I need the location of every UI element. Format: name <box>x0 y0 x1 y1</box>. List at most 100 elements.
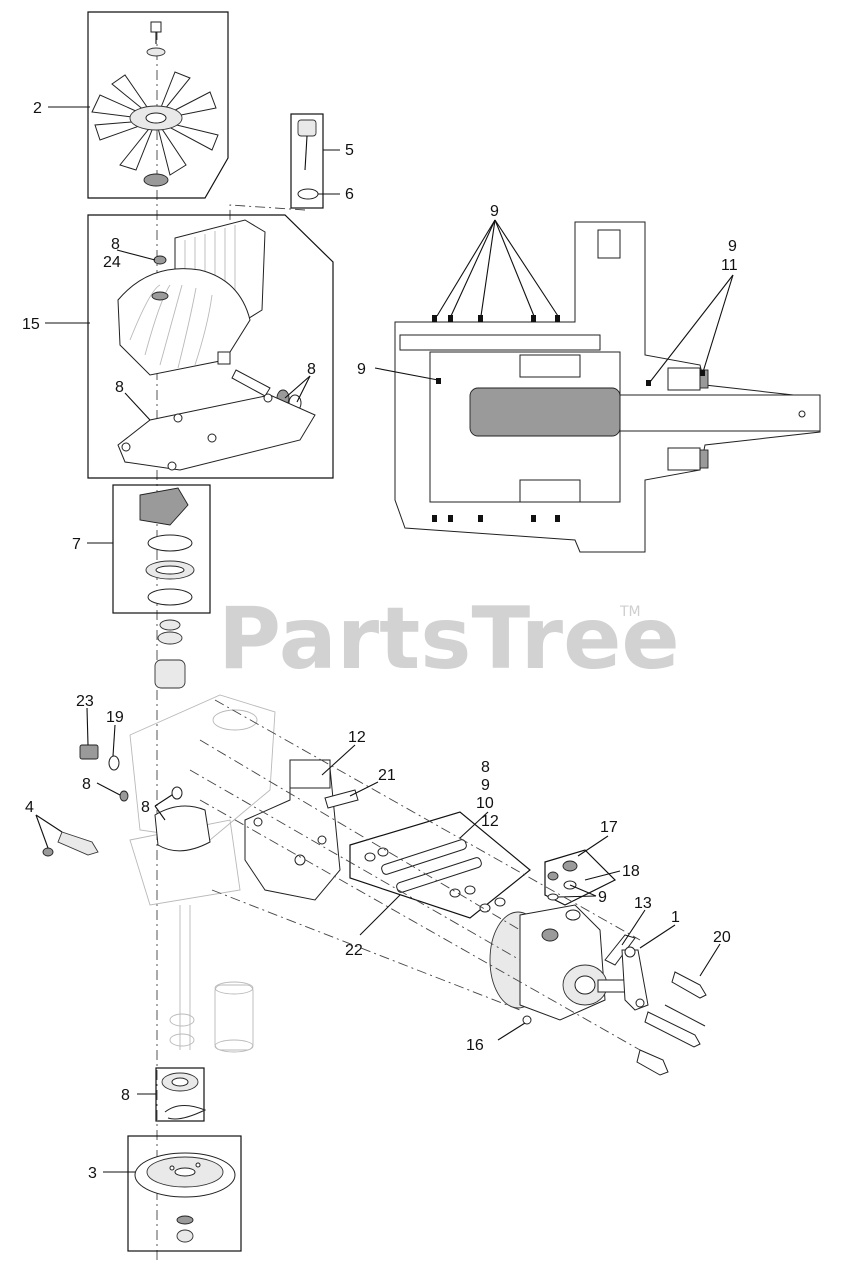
part-23-19-fitting[interactable] <box>79 744 120 771</box>
callout-7[interactable]: 7 <box>72 536 81 553</box>
callout-20[interactable]: 20 <box>713 929 731 946</box>
check-valve-kit-box <box>349 811 531 919</box>
callout-15[interactable]: 15 <box>22 316 40 333</box>
partstree-watermark: PartsTree TM <box>218 589 680 689</box>
part-15-housing-group[interactable] <box>87 214 334 479</box>
housing-kit-box <box>87 214 334 479</box>
o-ring-19 <box>108 755 120 771</box>
end-cap-bracket <box>289 759 331 789</box>
callout-5[interactable]: 5 <box>345 142 354 159</box>
part-7-bearing-group[interactable] <box>112 484 211 614</box>
callout-9-b[interactable]: 9 <box>728 238 737 255</box>
callout-4[interactable]: 4 <box>25 799 34 816</box>
pump-cylinder <box>154 659 186 689</box>
section-output-axle <box>619 394 821 432</box>
part-5-6-dipstick-group[interactable] <box>290 113 324 209</box>
callout-13[interactable]: 13 <box>634 895 652 912</box>
output-shaft-stub <box>597 979 627 993</box>
fan-washer <box>146 47 166 57</box>
swashplate-block <box>139 487 189 526</box>
filter-element <box>214 984 254 1051</box>
check-valve-kit[interactable] <box>349 811 531 919</box>
section-axle-bearing-lower <box>667 447 701 471</box>
callout-9-c[interactable]: 9 <box>357 361 366 378</box>
housing-gasket-8 <box>154 805 211 852</box>
fitting-23 <box>79 744 99 760</box>
callout-12-a[interactable]: 12 <box>348 729 366 746</box>
thrust-washer-upper <box>147 534 193 552</box>
pulley-nut <box>176 1229 194 1243</box>
callout-18[interactable]: 18 <box>622 863 640 880</box>
callout-24[interactable]: 24 <box>103 254 121 271</box>
control-arm-nut <box>42 847 54 857</box>
callout-1[interactable]: 1 <box>671 909 680 926</box>
dipstick-cap <box>297 119 317 137</box>
callout-22[interactable]: 22 <box>345 942 363 959</box>
dipstick-rod <box>304 135 308 171</box>
callout-6[interactable]: 6 <box>345 186 354 203</box>
section-top-boss <box>597 229 621 259</box>
part-13-1-linkage[interactable] <box>604 934 649 1011</box>
end-cap-housing <box>244 767 341 901</box>
housing-plug-24 <box>153 255 167 265</box>
callout-21[interactable]: 21 <box>378 767 396 784</box>
dipstick-leader <box>229 204 306 230</box>
housing-gasket <box>117 394 316 471</box>
fan-hub-nut <box>143 173 169 187</box>
section-axle-bearing-upper <box>667 367 701 391</box>
callout-8-f[interactable]: 8 <box>481 759 490 776</box>
callout-8-c[interactable]: 8 <box>307 361 316 378</box>
assembly-leaders <box>189 699 641 1051</box>
bolt-20-a <box>671 971 707 999</box>
dipstick-kit-box <box>290 113 324 209</box>
relief-valve-kit-box <box>544 849 617 906</box>
dipstick-o-ring <box>297 188 319 200</box>
callout-2[interactable]: 2 <box>33 100 42 117</box>
input-shaft-stack <box>154 619 186 689</box>
bolt-21 <box>324 789 359 809</box>
bypass-arm-1 <box>621 949 649 1011</box>
section-top-rail <box>399 334 601 351</box>
transaxle-cross-section[interactable] <box>394 221 821 553</box>
center-section-housing[interactable] <box>129 694 276 1053</box>
section-o-rings <box>432 315 705 522</box>
fan-kit-box <box>87 11 229 199</box>
part-3-pulley-group[interactable] <box>127 1135 242 1252</box>
section-leaders <box>374 219 734 383</box>
callout-17[interactable]: 17 <box>600 819 618 836</box>
part-4-control-arm[interactable] <box>42 831 99 857</box>
callout-8-g[interactable]: 8 <box>121 1087 130 1104</box>
callout-8-b[interactable]: 8 <box>115 379 124 396</box>
housing-lever-shaft <box>231 369 271 397</box>
callout-23[interactable]: 23 <box>76 693 94 710</box>
callout-11[interactable]: 11 <box>721 257 738 274</box>
callout-12-b[interactable]: 12 <box>481 813 499 830</box>
part-8-bottom-bearing[interactable] <box>155 1067 207 1122</box>
thrust-washer-lower <box>147 588 193 606</box>
callout-19[interactable]: 19 <box>106 709 124 726</box>
part-12-end-cap[interactable] <box>244 759 341 901</box>
callout-10[interactable]: 10 <box>476 795 494 812</box>
callout-3[interactable]: 3 <box>88 1165 97 1182</box>
callout-8-e[interactable]: 8 <box>141 799 150 816</box>
part-2-fan-group[interactable] <box>87 11 229 199</box>
section-shaft <box>469 387 621 437</box>
callout-8-a[interactable]: 8 <box>111 236 120 253</box>
part-20-bolts[interactable] <box>636 971 707 1076</box>
bracket-13 <box>604 934 636 966</box>
callout-9-d[interactable]: 9 <box>481 777 490 794</box>
bearing-kit-box <box>112 484 211 614</box>
callout-9-e[interactable]: 9 <box>598 889 607 906</box>
housing-port <box>217 351 231 365</box>
watermark-trademark: TM <box>619 604 641 620</box>
part-16-wheel-motor[interactable] <box>489 904 627 1025</box>
callout-16[interactable]: 16 <box>466 1037 484 1054</box>
watermark-brand: PartsTree <box>218 589 680 689</box>
callout-9-a[interactable]: 9 <box>490 203 499 220</box>
callout-8-d[interactable]: 8 <box>82 776 91 793</box>
center-housing-outline <box>129 694 276 841</box>
bolt-20-b <box>644 1011 701 1048</box>
pulley-kit-box <box>127 1135 242 1252</box>
fan-bolt <box>150 21 162 33</box>
